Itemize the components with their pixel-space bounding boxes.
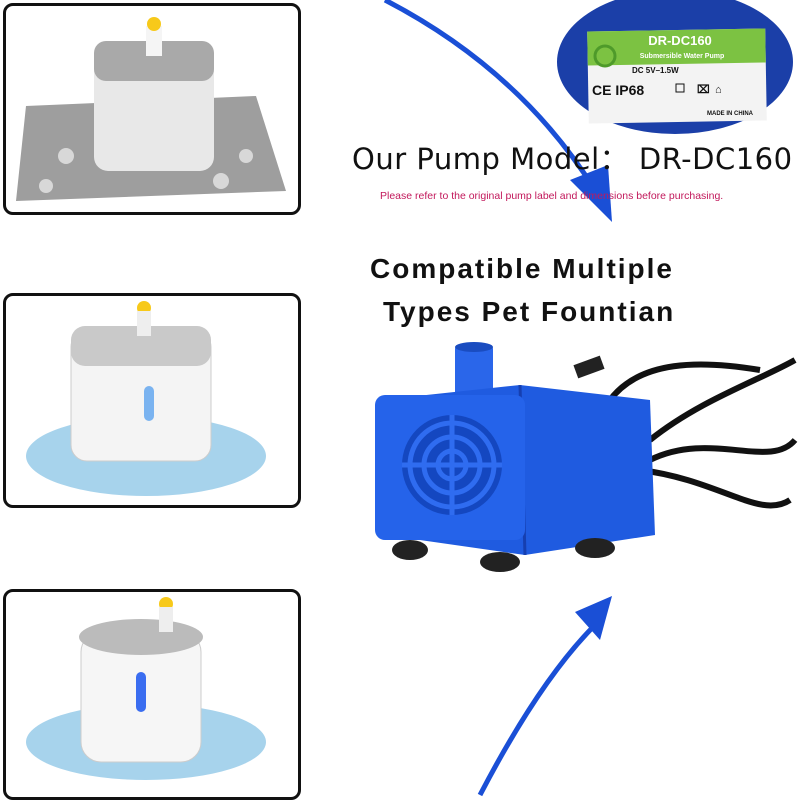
pump-image [375, 342, 798, 572]
label-subtitle: Submersible Water Pump [640, 53, 725, 60]
double-insulation-icon [675, 83, 685, 93]
weee-bin-icon: ⌧ [697, 84, 710, 96]
fountain-panel-steel-lid [3, 293, 301, 508]
compat-heading-line2: Types Pet Fountian [383, 296, 676, 327]
arrow-bottom [477, 596, 612, 797]
label-origin: MADE IN CHINA [707, 111, 754, 117]
purchase-note: Please refer to the original pump label … [380, 190, 724, 202]
fountain-panel-round-steel [3, 589, 301, 800]
compat-heading-line1: Compatible Multiple [370, 253, 674, 284]
fan-logo-icon [593, 44, 617, 68]
fountain-panel-square-gray [3, 3, 301, 215]
arrow-top [383, 0, 612, 222]
indoor-use-icon: ⌂ [715, 84, 722, 96]
label-rating: DC 5V–1.5W [632, 66, 679, 75]
label-marks: CE IP68 [592, 82, 644, 98]
label-model: DR-DC160 [648, 33, 712, 48]
pump-model-heading: Our Pump Model： DR-DC160 [352, 142, 793, 176]
pump-label-closeup: DR-DC160 Submersible Water Pump DC 5V–1.… [557, 0, 793, 134]
